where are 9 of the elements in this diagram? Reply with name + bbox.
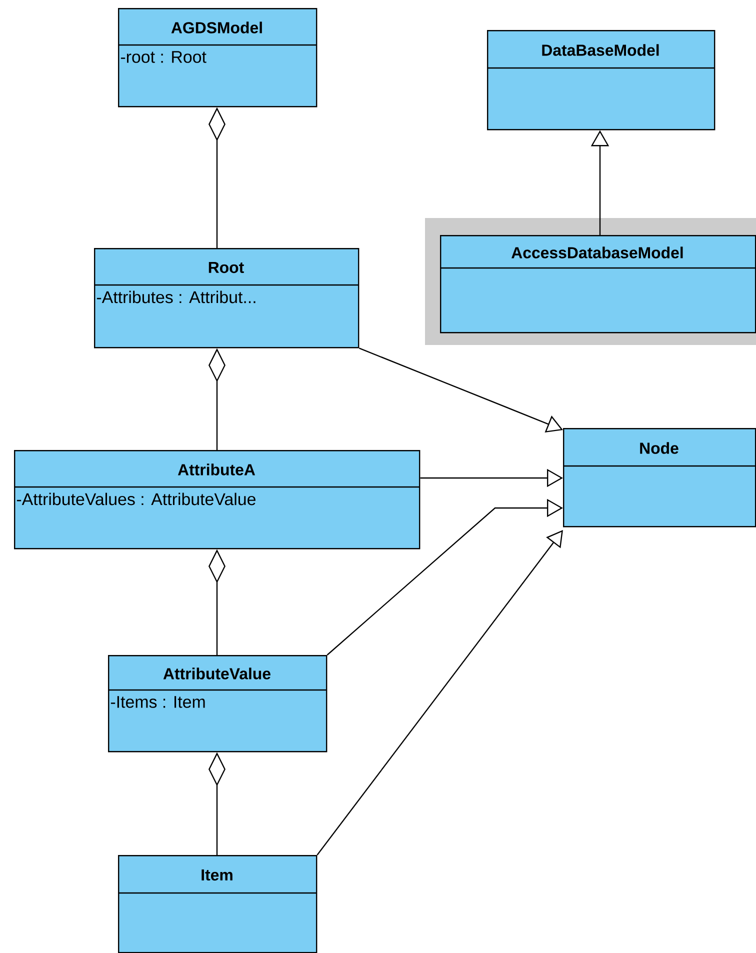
class-box: Item [118, 855, 318, 953]
class-box: AttributeA -AttributeValues : AttributeValue [14, 450, 420, 550]
class-box: Root -Attributes : Attribut... [94, 248, 360, 348]
class-box: AttributeValue -Items : Item [108, 655, 328, 752]
class-box: DataBaseModel [487, 30, 716, 130]
class-box: AGDSModel -root : Root [118, 8, 318, 108]
class-box: AccessDatabaseModel [440, 235, 756, 334]
class-box: Node [563, 428, 756, 528]
generalization-arrow [316, 530, 563, 856]
